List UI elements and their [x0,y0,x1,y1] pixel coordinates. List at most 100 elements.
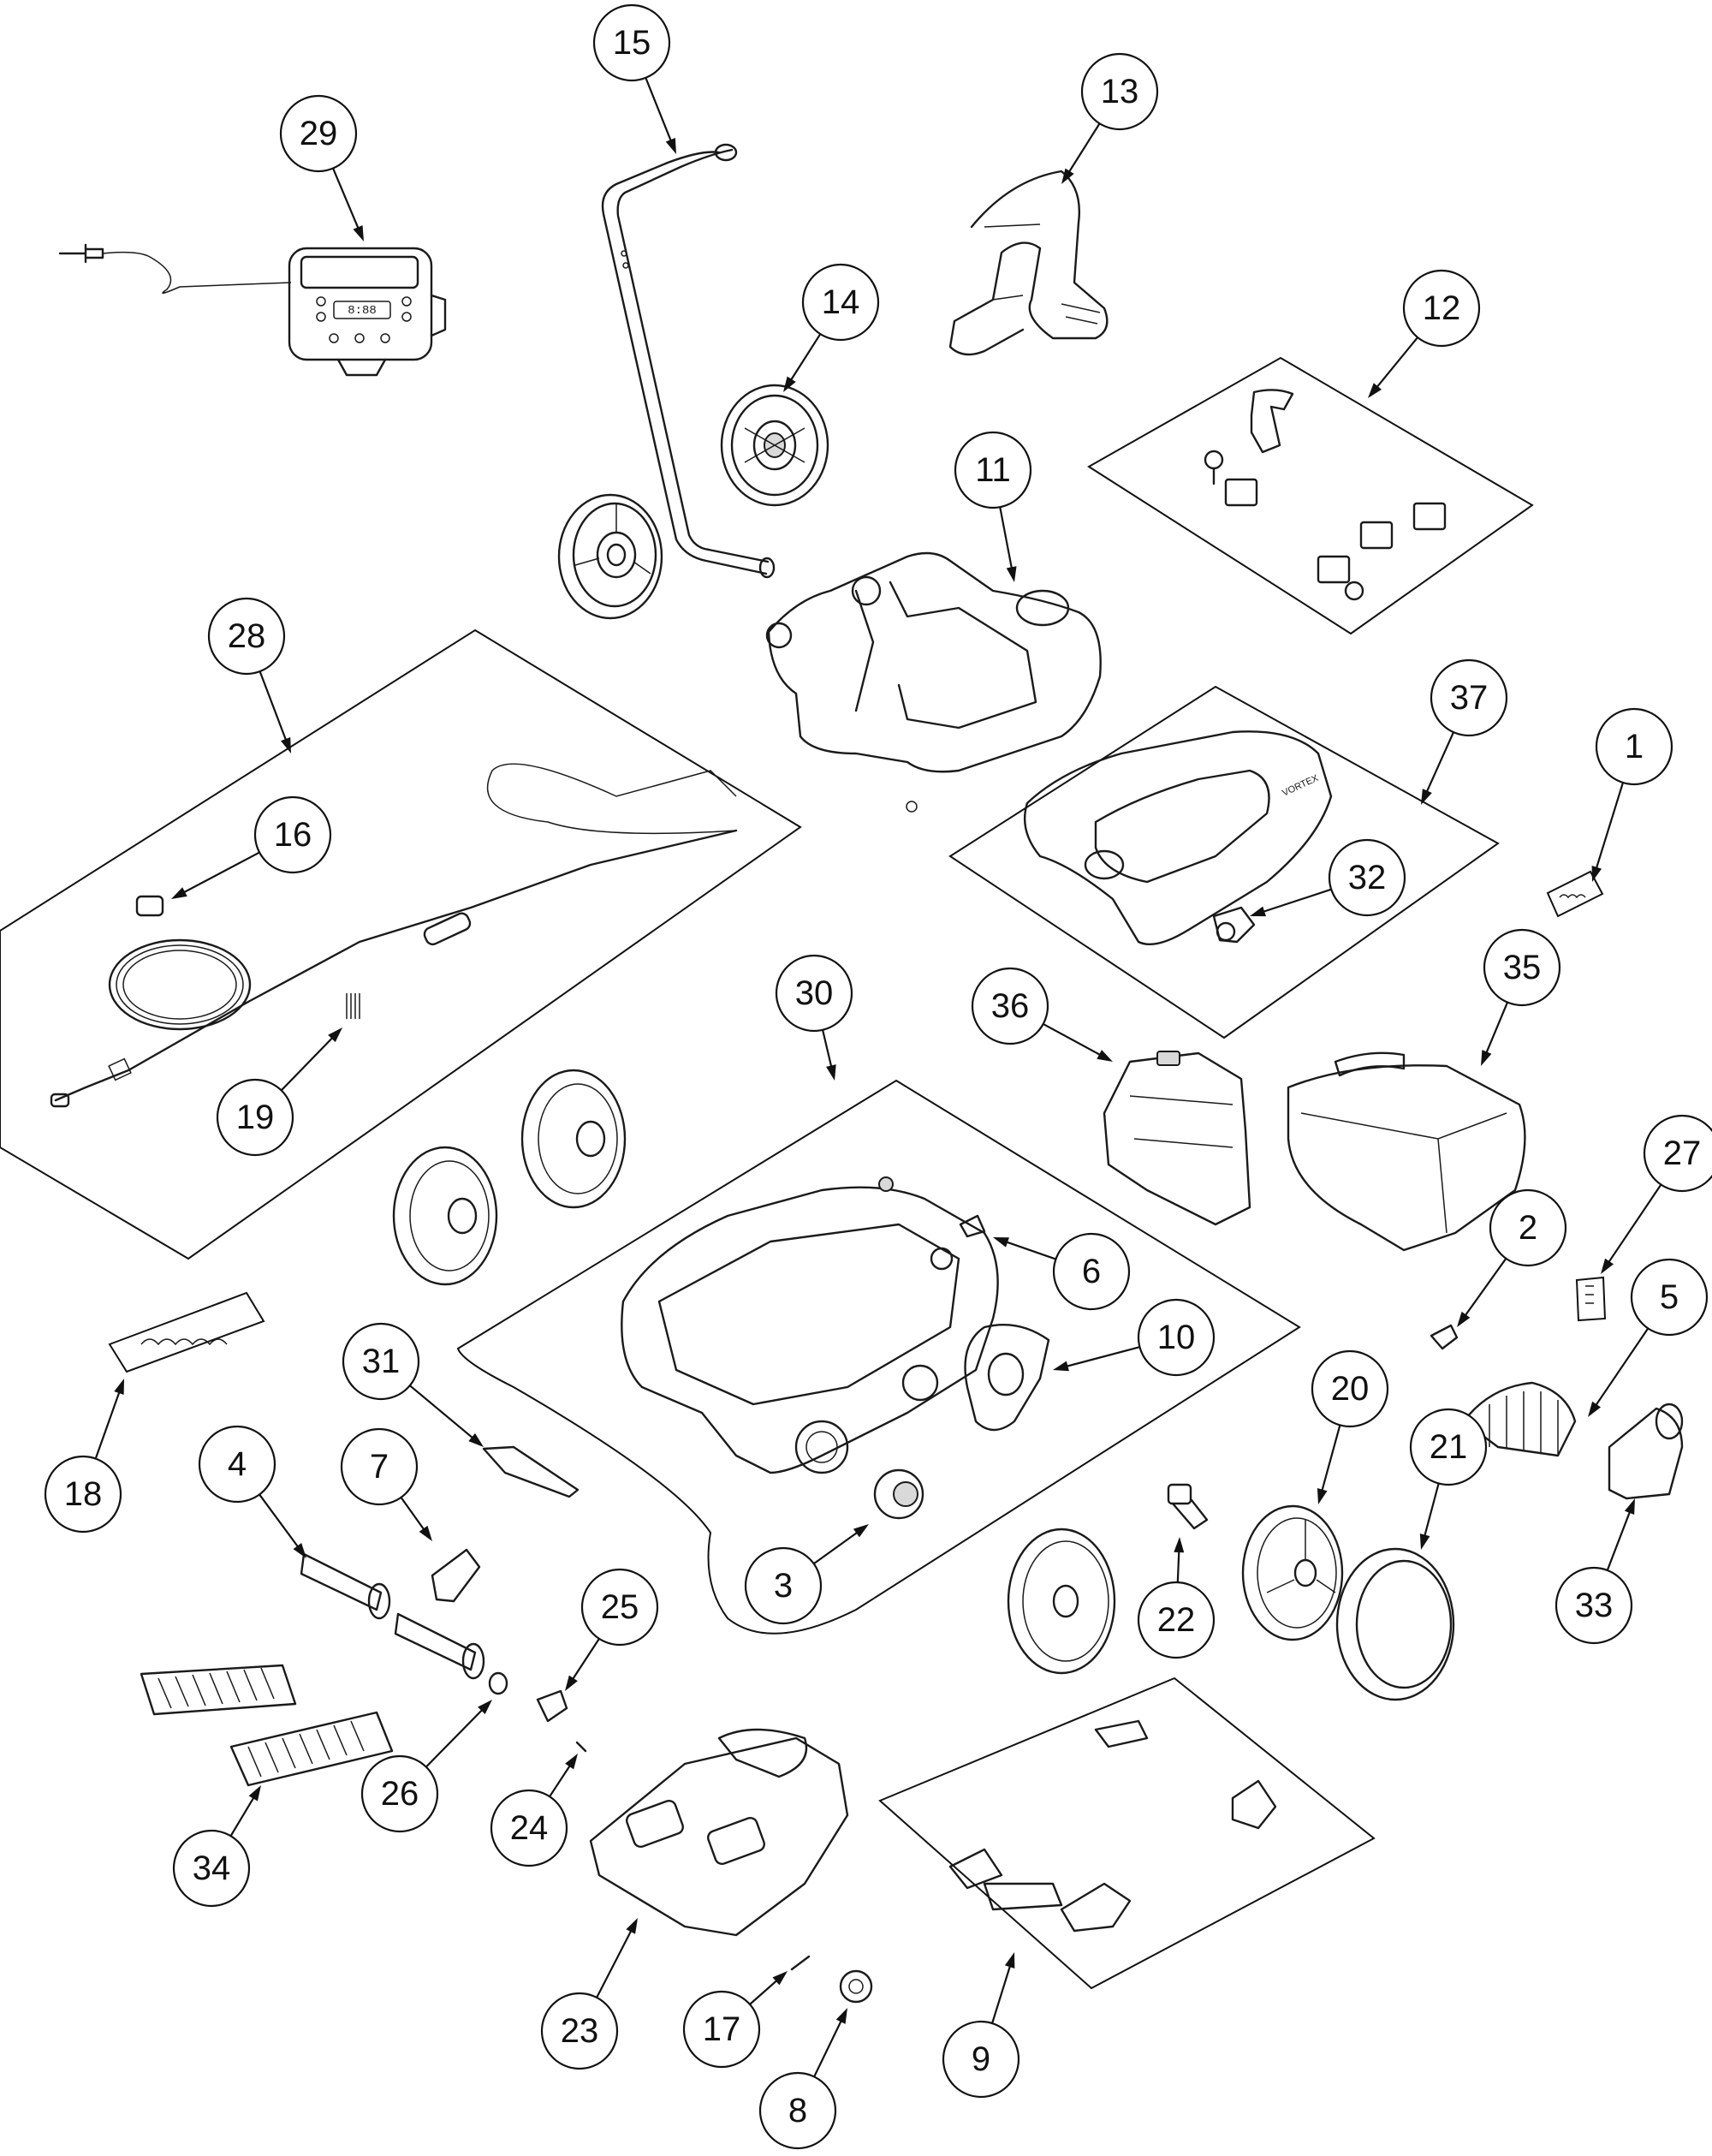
bearing-10-part [964,1323,1050,1432]
callout-number-18: 18 [64,1475,103,1513]
leader-line-29 [332,168,364,239]
callout-circle-37 [1430,658,1508,737]
callout-31: 31 [342,1322,420,1401]
callout-circle-31 [342,1322,420,1401]
part-33 [1608,1403,1684,1500]
arrowhead-30 [826,1064,836,1081]
callout-25: 25 [580,1568,659,1647]
brush-5-part [1462,1381,1577,1457]
arrowhead-34 [248,1785,261,1802]
callout-circle-22 [1137,1581,1216,1659]
screw-6-part [959,1214,986,1238]
motor-block-23-part [589,1728,849,1937]
springs-18-part [140,1338,228,1346]
power-supply-part: 8:88 [58,243,447,377]
callout-number-7: 7 [370,1448,389,1486]
arrowhead-1 [1591,866,1602,882]
callout-37: 37 [1430,658,1508,737]
leader-line-37 [1421,731,1455,802]
callout-number-26: 26 [381,1775,419,1813]
callout-circle-13 [1080,52,1159,131]
callout-circle-29 [279,94,358,173]
group-box-27 [1575,1276,1607,1322]
callout-number-24: 24 [510,1809,549,1847]
callout-circle-15 [592,3,671,82]
callout-circle-9 [942,2020,1020,2099]
arrowhead-18 [114,1379,124,1395]
callout-circle-8 [758,2071,837,2150]
leader-line-8 [813,2010,847,2077]
callout-circle-6 [1052,1232,1131,1311]
leader-line-26 [425,1701,490,1768]
callout-number-6: 6 [1082,1253,1101,1290]
arrowhead-2 [1457,1311,1471,1327]
callout-18: 18 [44,1455,122,1534]
group-box-1 [1546,870,1604,918]
callout-circle-5 [1630,1258,1709,1337]
callout-circle-3 [744,1546,823,1625]
callout-11: 11 [954,431,1032,509]
callout-circle-27 [1643,1114,1712,1193]
group-box-12 [1087,356,1534,635]
leader-line-20 [1317,1425,1341,1502]
callout-number-28: 28 [228,617,266,655]
callout-number-31: 31 [362,1343,401,1380]
part-7 [431,1548,481,1603]
arrowhead-22 [1174,1537,1185,1553]
leader-line-2 [1458,1258,1507,1325]
callout-circle-26 [360,1754,439,1833]
callout-circle-28 [207,597,286,676]
callout-10: 10 [1137,1298,1216,1377]
callout-33: 33 [1554,1566,1633,1645]
callout-number-30: 30 [795,974,834,1012]
arrowhead-8 [835,2008,847,2024]
leader-line-11 [999,507,1015,580]
callout-circle-4 [198,1425,276,1504]
callout-number-8: 8 [788,2092,807,2129]
callout-number-11: 11 [975,451,1011,489]
group-box-30 [456,1079,1301,1635]
callout-circle-36 [971,967,1049,1045]
group-box-37 [948,685,1500,1039]
callout-12: 12 [1402,269,1481,348]
part-24 [575,1741,587,1753]
leader-line-19 [280,1029,342,1092]
callout-30: 30 [775,954,853,1033]
leader-line-31 [409,1385,482,1446]
leader-line-32 [1252,888,1332,916]
arrowhead-6 [993,1237,1009,1248]
latch-32-part [1212,906,1256,944]
callout-number-2: 2 [1519,1209,1537,1247]
callout-16: 16 [253,795,332,874]
leader-line-36 [1043,1022,1111,1062]
leader-line-33 [1606,1501,1635,1571]
filter-frame-36-part [1103,1051,1251,1226]
hood-11-part [765,551,1102,813]
arrowhead-23 [626,1918,638,1934]
callout-number-16: 16 [274,816,312,854]
arrowhead-15 [665,138,676,154]
arrowhead-37 [1421,789,1432,805]
callout-circle-16 [253,795,332,874]
callout-4: 4 [198,1425,276,1504]
arrowhead-20 [1317,1488,1328,1504]
arrowhead-5 [1588,1401,1602,1417]
arrowhead-13 [1061,168,1074,184]
leader-lines [94,77,1662,2077]
callout-17: 17 [682,1990,761,2069]
callout-13: 13 [1080,52,1159,131]
callout-circle-21 [1409,1408,1488,1486]
wheel-20-part [1241,1504,1344,1641]
callout-number-19: 19 [236,1099,275,1136]
callout-number-5: 5 [1660,1278,1679,1316]
callout-circle-32 [1328,838,1406,917]
callout-8: 8 [758,2071,837,2150]
arrowhead-14 [783,376,796,392]
callout-number-34: 34 [193,1849,231,1887]
leader-line-15 [645,77,676,152]
callout-number-21: 21 [1430,1428,1468,1466]
arrowhead-11 [1006,566,1017,582]
callout-circle-23 [540,1992,619,2070]
callout-number-32: 32 [1348,859,1387,896]
